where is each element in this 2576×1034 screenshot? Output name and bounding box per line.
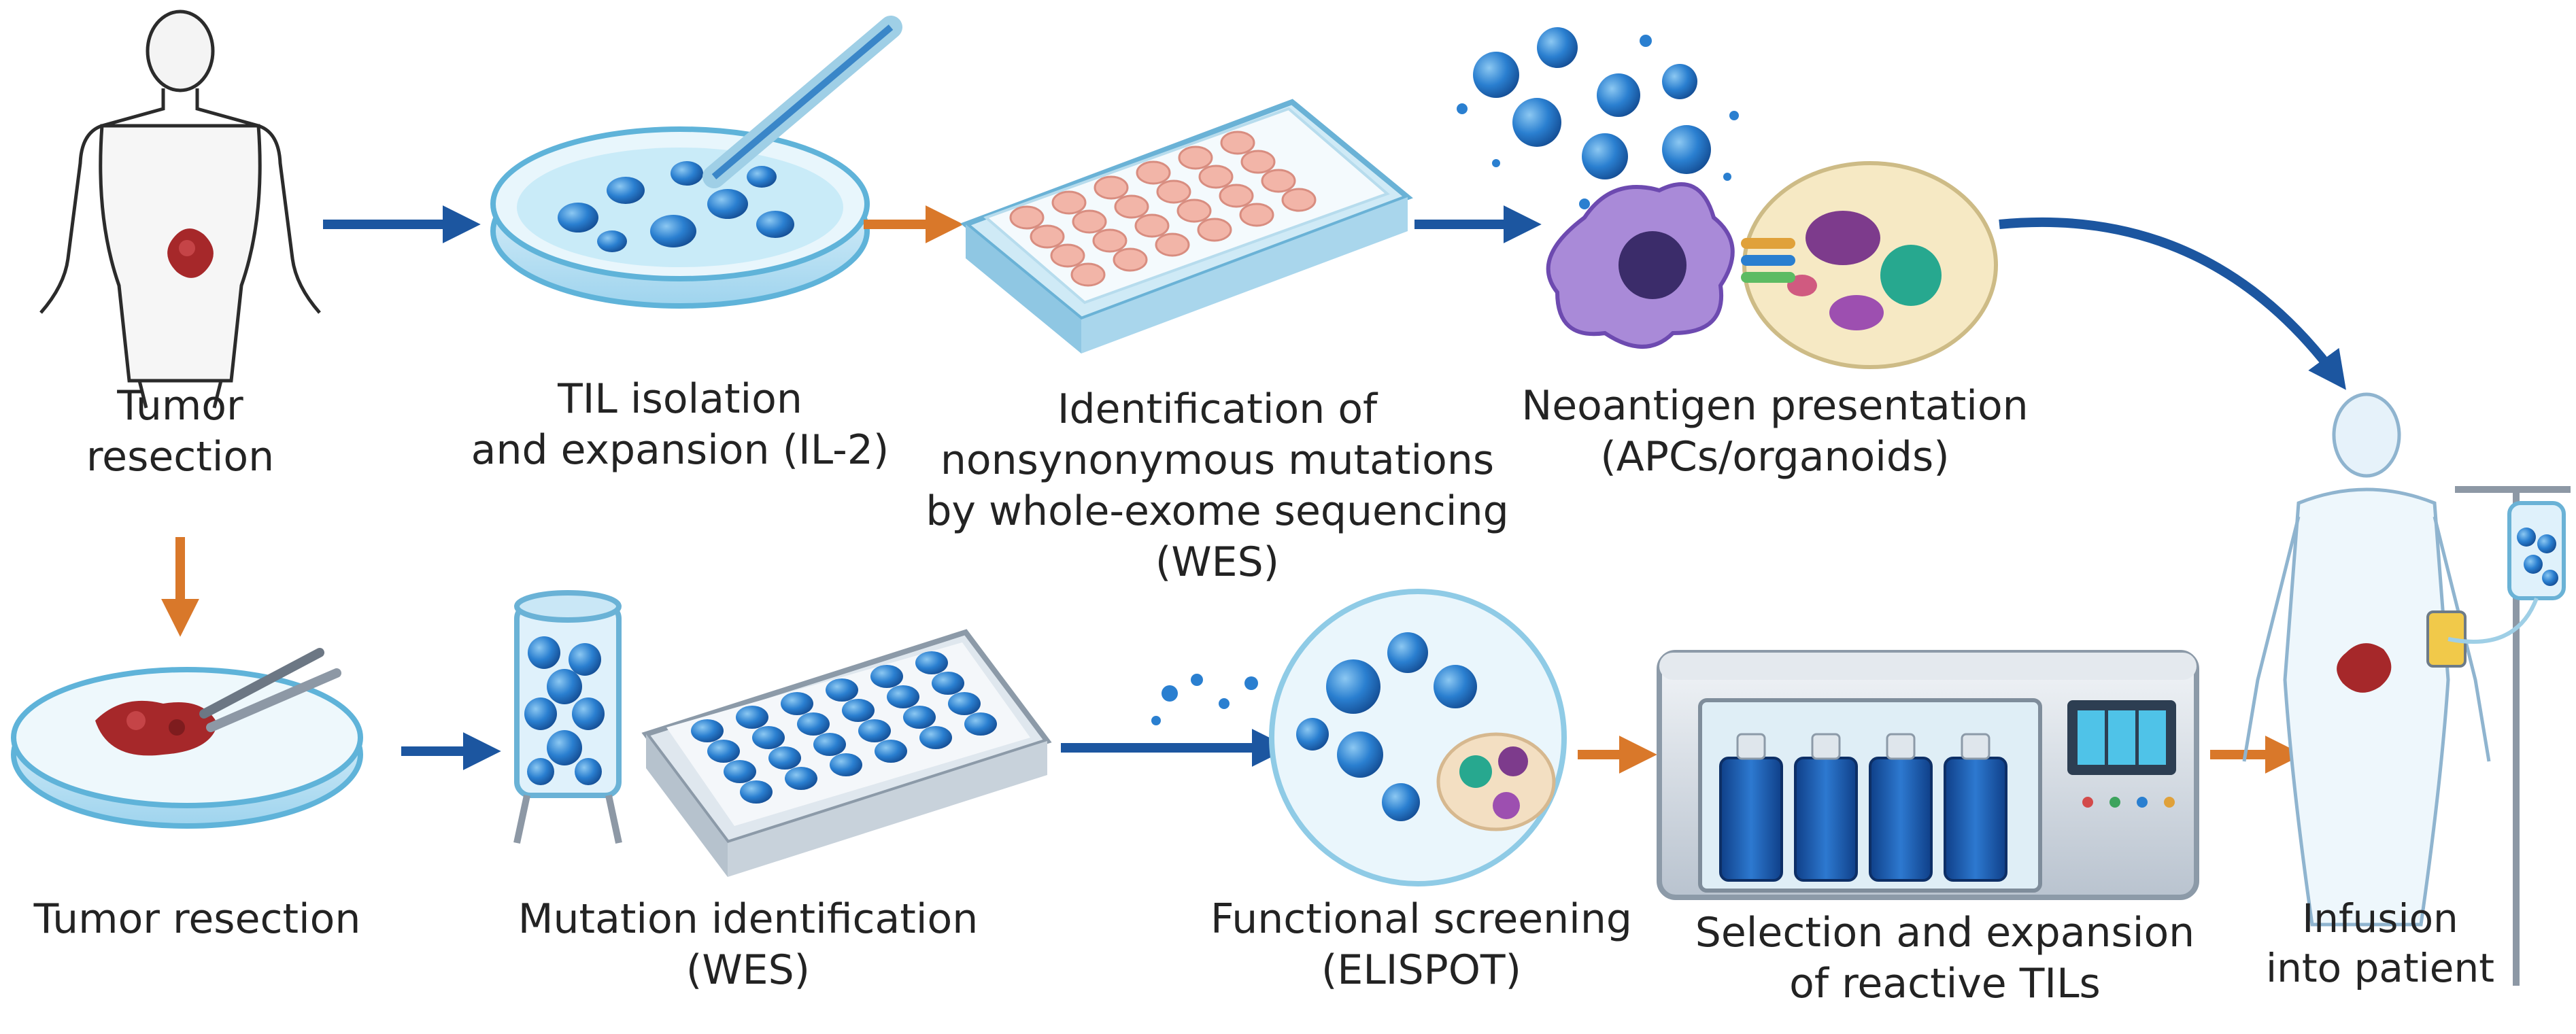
- well: [1136, 160, 1171, 185]
- well: [1261, 169, 1296, 193]
- well: [1113, 247, 1148, 272]
- label-til-isolation: TIL isolation and expansion (IL-2): [471, 375, 889, 474]
- well: [1156, 179, 1191, 204]
- well: [1009, 205, 1045, 230]
- well: [1070, 262, 1106, 287]
- well: [740, 780, 773, 804]
- label-neoantigen-presentation: Neoantigen presentation (APCs/organoids): [1521, 382, 2029, 481]
- well: [1240, 150, 1276, 174]
- elispot-dish-icon: [1151, 589, 1567, 886]
- well: [1051, 190, 1087, 215]
- well: [915, 651, 948, 674]
- label-infusion: Infusion into patient: [2266, 895, 2494, 991]
- well: [826, 678, 858, 702]
- well: [1072, 209, 1107, 234]
- apc-organoid-icon: [1457, 27, 1998, 369]
- well: [707, 740, 740, 763]
- well: [1198, 165, 1234, 189]
- well: [1220, 131, 1255, 155]
- well: [1176, 199, 1212, 223]
- well: [1134, 213, 1170, 238]
- well: [781, 692, 813, 715]
- well: [1219, 184, 1254, 208]
- well: [768, 746, 801, 770]
- cell-column-icon: [513, 590, 622, 844]
- well: [1197, 218, 1232, 242]
- label-tumor-resection-top: Tumor resection: [86, 382, 275, 481]
- well: [1114, 194, 1149, 219]
- well: [932, 672, 964, 695]
- well: [1239, 203, 1274, 227]
- well: [724, 760, 756, 783]
- label-functional-screening: Functional screening (ELISPOT): [1210, 895, 1632, 994]
- well: [1178, 145, 1213, 170]
- well: [919, 726, 952, 749]
- well: [842, 699, 875, 722]
- well: [858, 719, 891, 742]
- well: [691, 719, 724, 742]
- well: [736, 706, 768, 729]
- well: [875, 740, 907, 763]
- patient-iv-icon: [2242, 392, 2571, 986]
- label-identification-mutations: Identification of nonsynonymous mutation…: [926, 385, 1509, 586]
- well: [948, 692, 981, 715]
- well-plate-pink-icon: [960, 99, 1413, 354]
- well: [1281, 188, 1317, 212]
- tumor-dish-forceps-icon: [11, 648, 363, 829]
- well: [830, 753, 862, 776]
- well: [964, 712, 997, 736]
- well-plate-blue-icon: [641, 629, 1052, 877]
- label-mutation-identification: Mutation identification (WES): [518, 895, 979, 994]
- label-selection-expansion: Selection and expansion of reactive TILs: [1695, 909, 2195, 1007]
- well: [903, 706, 936, 729]
- petri-dish-pipette-icon: [490, 16, 902, 309]
- well: [1155, 232, 1190, 257]
- well: [1050, 243, 1085, 268]
- human-figure-icon: [39, 10, 321, 409]
- incubator-icon: [1657, 650, 2199, 900]
- well: [813, 733, 846, 756]
- label-tumor-resection-bottom: Tumor resection: [33, 895, 361, 943]
- well: [1092, 228, 1128, 253]
- well: [785, 767, 817, 790]
- well: [887, 685, 919, 708]
- well: [870, 665, 903, 688]
- arrow-curve-to-patient: [1999, 217, 2346, 390]
- well: [1030, 224, 1065, 249]
- well: [797, 712, 830, 736]
- well: [1094, 175, 1129, 200]
- well: [752, 726, 785, 749]
